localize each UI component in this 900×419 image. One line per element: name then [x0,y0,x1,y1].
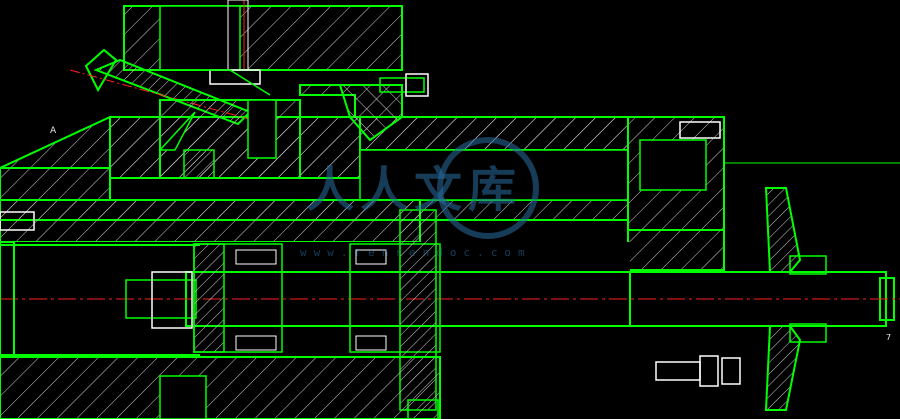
watermark-url: www.renrendoc.com [300,246,532,259]
right-end-block [627,116,900,271]
top-right-screw [379,73,429,97]
watermark-logo [437,137,539,239]
wedge-block [158,84,403,179]
top-column-block [123,0,403,85]
watermark-text: 人人文库 [306,162,523,218]
bearing-housing-left [193,243,283,353]
bottom-bolt [655,355,741,387]
lower-housing [0,356,441,419]
main-shaft [0,242,900,357]
section-marker-label: A [50,126,57,136]
right-marker-label: 7 [886,333,892,342]
handwheel [764,187,827,411]
